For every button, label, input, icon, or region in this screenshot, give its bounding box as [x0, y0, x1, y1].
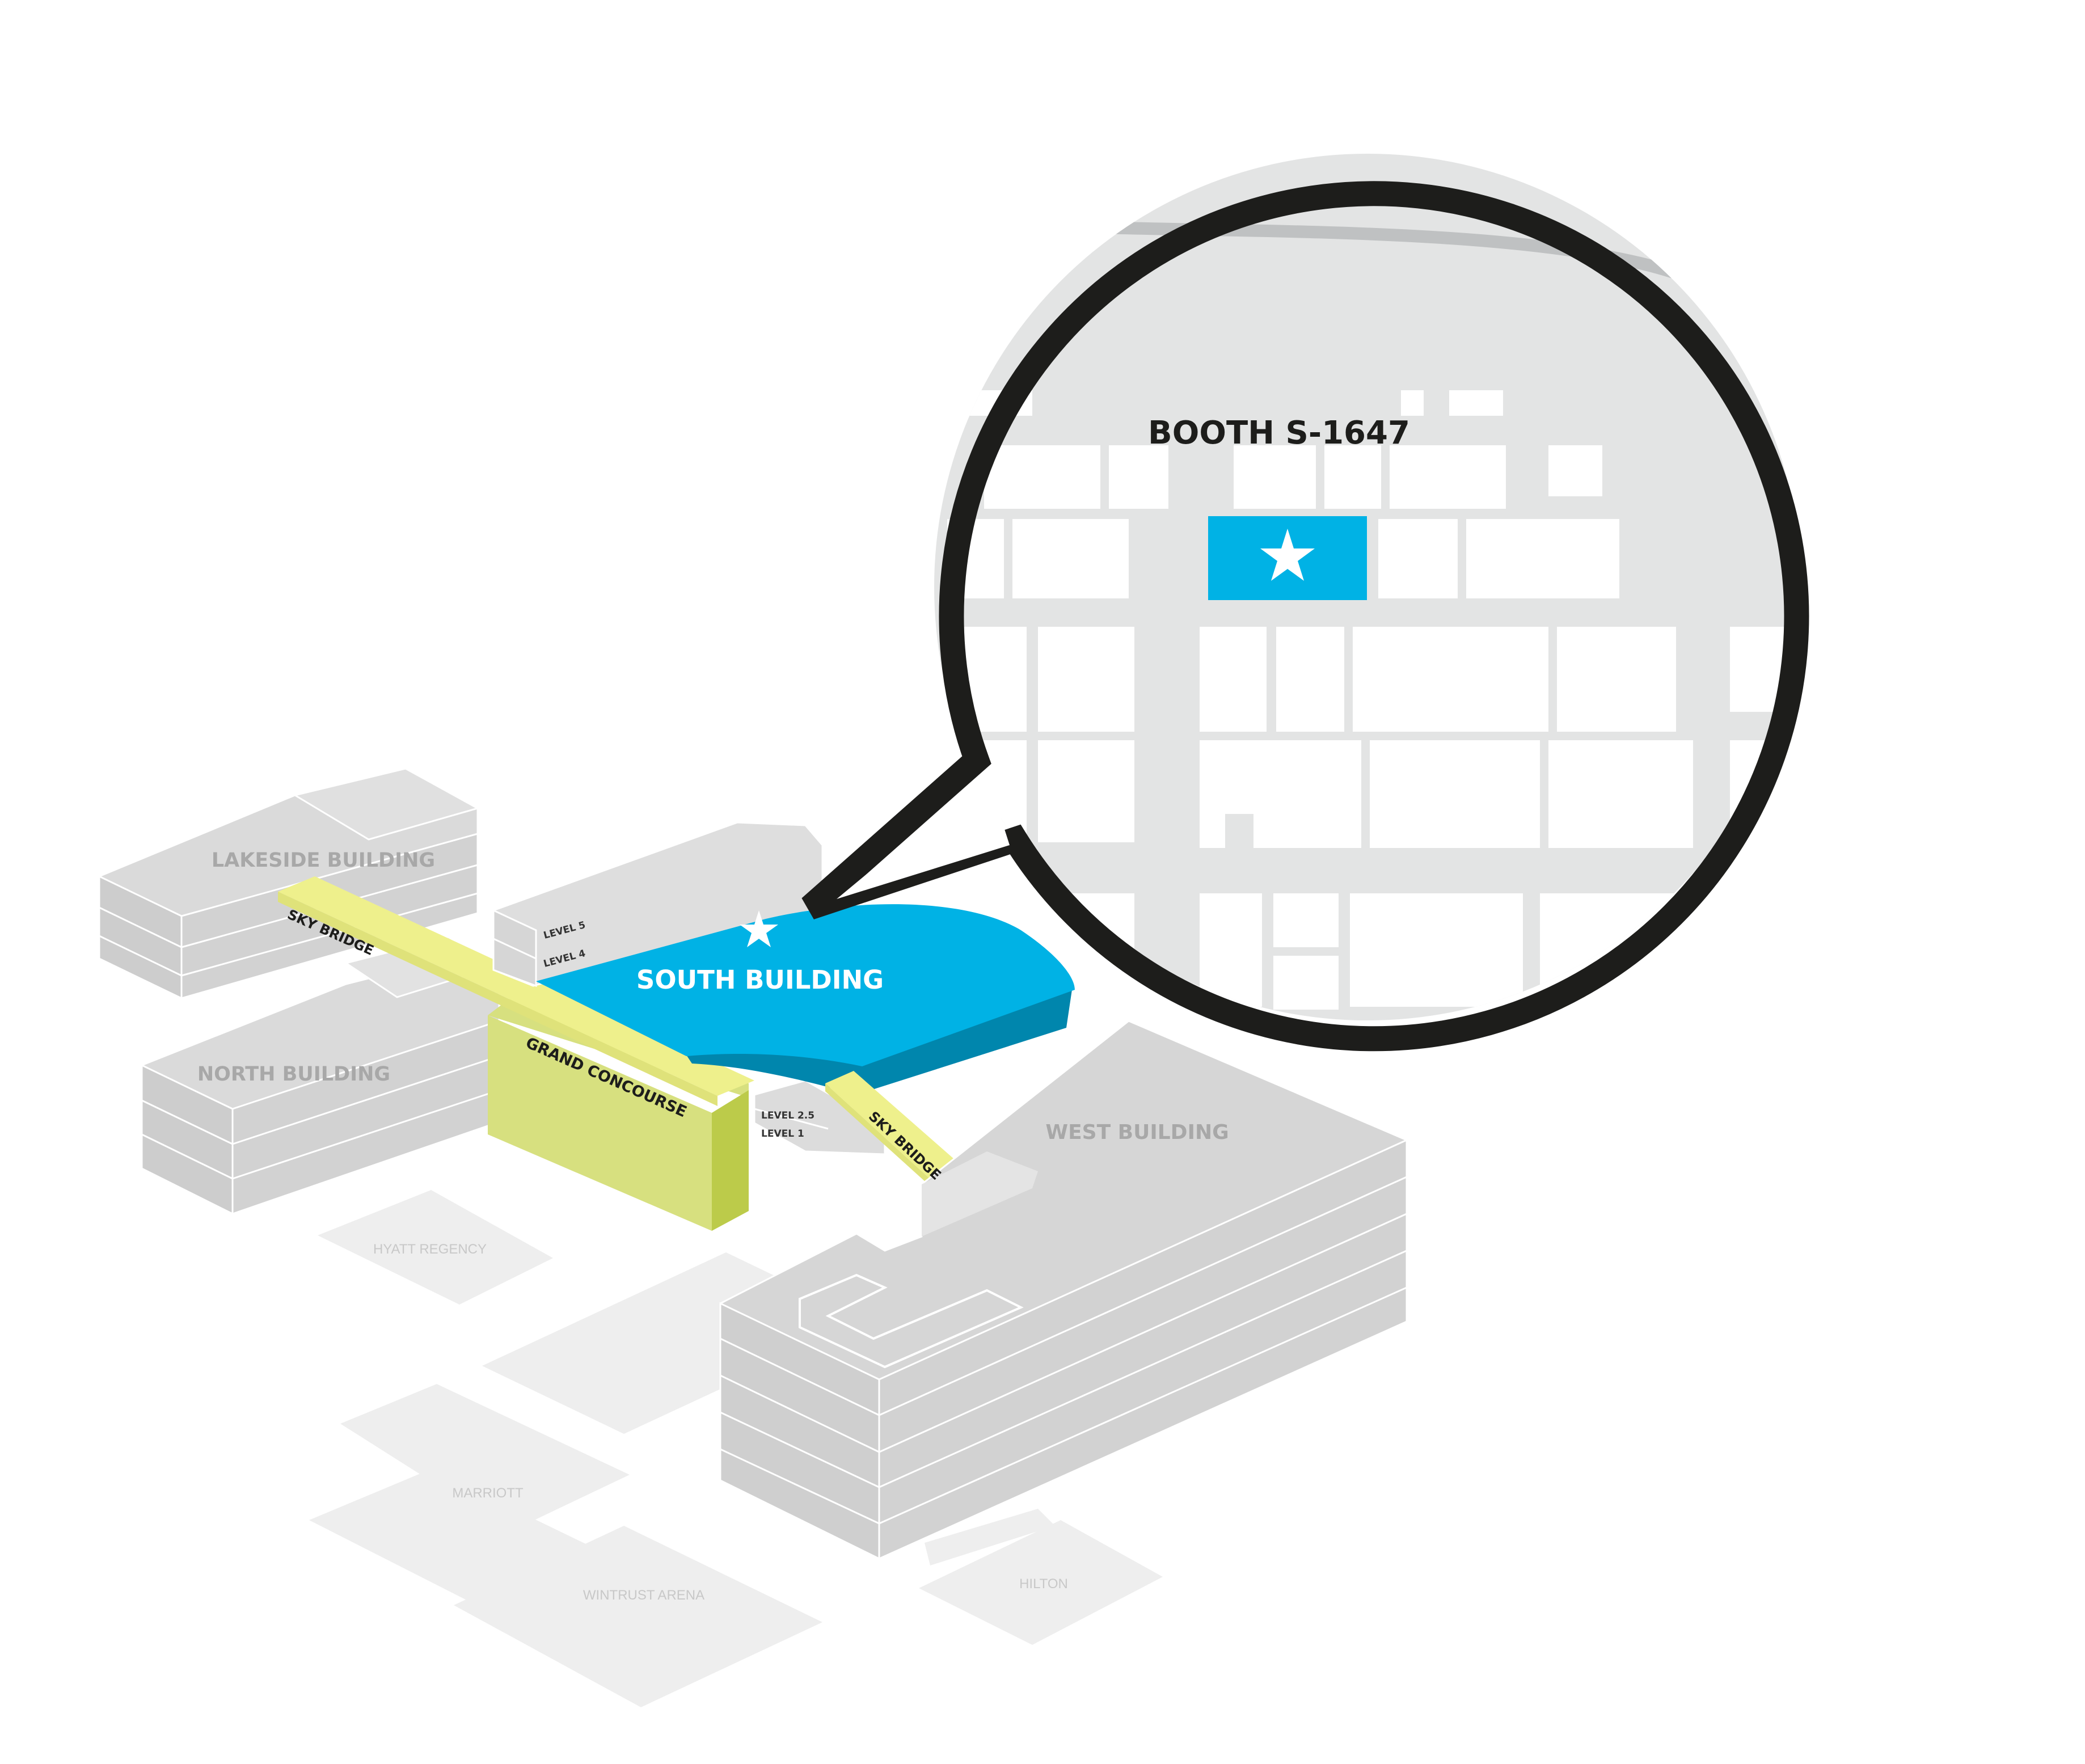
bubble-tail-fill — [837, 774, 1010, 899]
south-building-blue-top — [536, 904, 1075, 1066]
star-icon — [1260, 529, 1315, 581]
sky-bridge-north[interactable] — [278, 876, 754, 1106]
marriott-label: MARRIOTT — [452, 1486, 524, 1501]
booth-s-1647[interactable] — [1208, 516, 1367, 600]
hilton-side-footprint — [925, 1509, 1055, 1565]
south-building-label: SOUTH BUILDING — [636, 965, 884, 995]
sky-bridge-north-edge — [278, 892, 717, 1106]
west-annex — [922, 1151, 1038, 1237]
wintrust-footprint — [454, 1526, 822, 1707]
west-building-label: WEST BUILDING — [1045, 1121, 1229, 1144]
concourse-side — [712, 1090, 749, 1231]
hyatt-label: HYATT REGENCY — [373, 1242, 487, 1257]
north-building-label: NORTH BUILDING — [197, 1063, 390, 1086]
south-building[interactable] — [492, 821, 1075, 1155]
marriott-footprint — [340, 1384, 630, 1531]
west-building[interactable] — [719, 1020, 1408, 1560]
lakeside-building[interactable] — [98, 767, 480, 1000]
level-2-5-label: LEVEL 2.5 — [761, 1110, 814, 1121]
lakeside-building-label: LAKESIDE BUILDING — [212, 849, 435, 872]
lakeside-upper-block — [293, 767, 480, 841]
level-1-label: LEVEL 1 — [761, 1128, 804, 1140]
concourse-front — [488, 1015, 712, 1231]
nearby-footprints — [309, 1190, 1163, 1707]
hilton-label: HILTON — [1019, 1576, 1068, 1592]
booth-label: BOOTH S-1647 — [1148, 415, 1410, 451]
wintrust-label: WINTRUST ARENA — [583, 1588, 704, 1603]
booth-zoom-bubble: BOOTH S-1647 — [801, 154, 1809, 1052]
hilton-footprint — [919, 1520, 1163, 1645]
hyatt-footprint — [318, 1190, 553, 1305]
star-icon — [740, 910, 778, 947]
sky-bridge-north-top — [278, 876, 754, 1096]
west-courtyard — [799, 1273, 1024, 1369]
west-side — [878, 1138, 1408, 1560]
bubble-outline — [801, 181, 1809, 1052]
